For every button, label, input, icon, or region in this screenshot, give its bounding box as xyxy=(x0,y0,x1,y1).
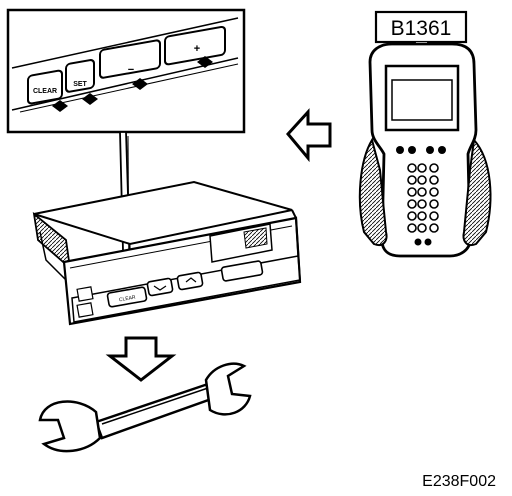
figure-id: E238F002 xyxy=(422,473,496,490)
down-button-closeup: − xyxy=(99,39,161,79)
tester-keypad xyxy=(407,163,439,233)
left-arrow-icon xyxy=(286,108,332,163)
down-button-label: − xyxy=(128,64,134,76)
down-arrow-icon xyxy=(105,336,177,382)
press-indicator-icons xyxy=(52,56,213,112)
set-button-label: SET xyxy=(73,81,87,88)
tester-nav-keys xyxy=(414,238,432,246)
wrench-icon xyxy=(38,362,252,453)
unit-clear-button: CLEAR xyxy=(106,286,148,308)
switch-closeup-inset: CLEAR SET − + xyxy=(6,8,246,134)
clear-button-label: CLEAR xyxy=(33,88,57,95)
tester-function-keys xyxy=(396,146,446,154)
set-button-closeup: SET xyxy=(65,59,95,93)
clear-button-closeup: CLEAR xyxy=(27,69,63,105)
up-button-label: + xyxy=(194,43,200,55)
dtc-code-text: B1361 xyxy=(391,17,452,40)
diagnostic-tester: B1361 xyxy=(358,10,492,258)
control-unit: CLEAR xyxy=(32,180,302,326)
up-button-closeup: + xyxy=(164,25,226,66)
unit-clear-label: CLEAR xyxy=(119,295,137,304)
